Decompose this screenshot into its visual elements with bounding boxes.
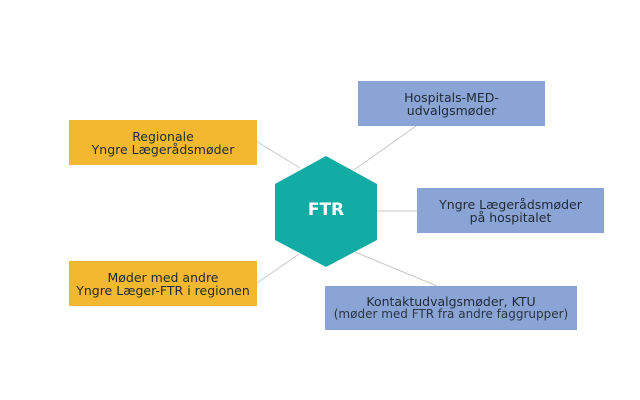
node-hospital-yl-line1: Yngre Lægerådsmøder — [439, 196, 582, 212]
node-hospital-yl-meetings: Yngre Lægerådsmøder på hospitalet — [417, 188, 604, 233]
ftr-label: FTR — [307, 200, 345, 220]
connector-regional — [255, 140, 301, 169]
node-ftr-region-line1: Møder med andre — [107, 269, 219, 285]
node-hospital-yl-line2: på hospitalet — [469, 209, 552, 225]
node-regional-line1: Regionale — [132, 128, 194, 144]
connector-ktu — [354, 251, 438, 287]
node-hospital-med-line2: udvalgsmøder — [406, 102, 497, 118]
node-hospital-med-line1: Hospitals-MED- — [404, 89, 499, 105]
ftr-hexagon — [275, 156, 377, 267]
connector-hospital-med — [353, 125, 417, 171]
node-ftr-region-meetings: Møder med andre Yngre Læger-FTR i region… — [69, 261, 257, 306]
node-ktu-line2: (møder med FTR fra andre faggrupper) — [333, 307, 569, 321]
node-ktu-line1: Kontaktudvalgsmøder, KTU — [366, 294, 536, 309]
connector-ftr-region — [256, 253, 300, 284]
node-regional-meetings: Regionale Yngre Lægerådsmøder — [69, 120, 257, 165]
node-regional-line2: Yngre Lægerådsmøder — [91, 141, 235, 157]
node-ftr-region-line2: Yngre Læger-FTR i regionen — [76, 282, 250, 298]
node-ktu-meetings: Kontaktudvalgsmøder, KTU (møder med FTR … — [325, 286, 577, 330]
node-hospital-med-meetings: Hospitals-MED- udvalgsmøder — [358, 81, 545, 126]
connectors — [255, 125, 438, 287]
